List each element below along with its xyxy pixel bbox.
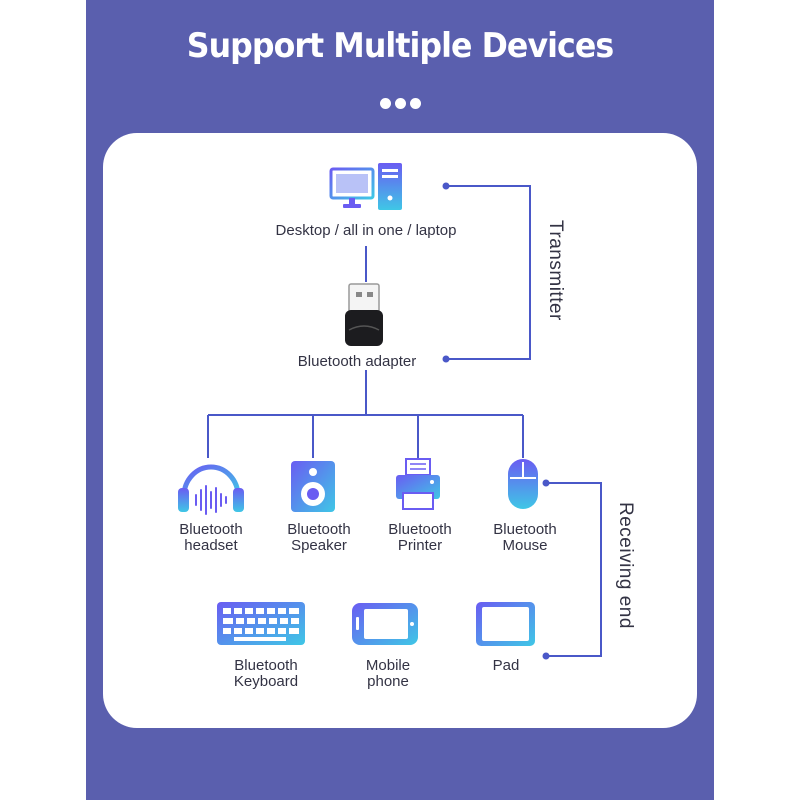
connector-dot [542,652,550,660]
mouse-label: Bluetooth Mouse [493,521,557,554]
tablet-icon [476,602,535,646]
transmitter-label: Transmitter [545,220,566,321]
page-title: Support Multiple Devices [186,26,614,66]
connector-dot [542,479,550,487]
headset-icon [178,464,244,515]
receiving-end-label: Receiving end [615,502,636,629]
speaker-icon [291,461,335,512]
usb-bluetooth-adapter-icon [345,283,383,346]
speaker-label: Bluetooth Speaker [287,521,351,554]
desktop-label: Desktop / all in one / laptop [275,222,457,239]
pagination-dot [395,98,406,109]
pagination-dot [410,98,421,109]
connector-dot [442,355,450,363]
mouse-icon [508,459,538,509]
mobile-phone-label: Mobile phone [365,657,411,690]
pagination-dot [380,98,391,109]
mobile-phone-icon [352,603,418,645]
headset-label: Bluetooth headset [179,521,243,554]
bluetooth-adapter-label: Bluetooth adapter [297,353,417,370]
printer-label: Bluetooth Printer [388,521,452,554]
desktop-computer-icon [329,163,402,210]
keyboard-label: Bluetooth Keyboard [233,657,299,690]
keyboard-icon [217,602,305,645]
printer-icon [396,458,440,510]
pad-label: Pad [492,657,520,674]
connector-dot [442,182,450,190]
connector-lines [207,185,602,657]
